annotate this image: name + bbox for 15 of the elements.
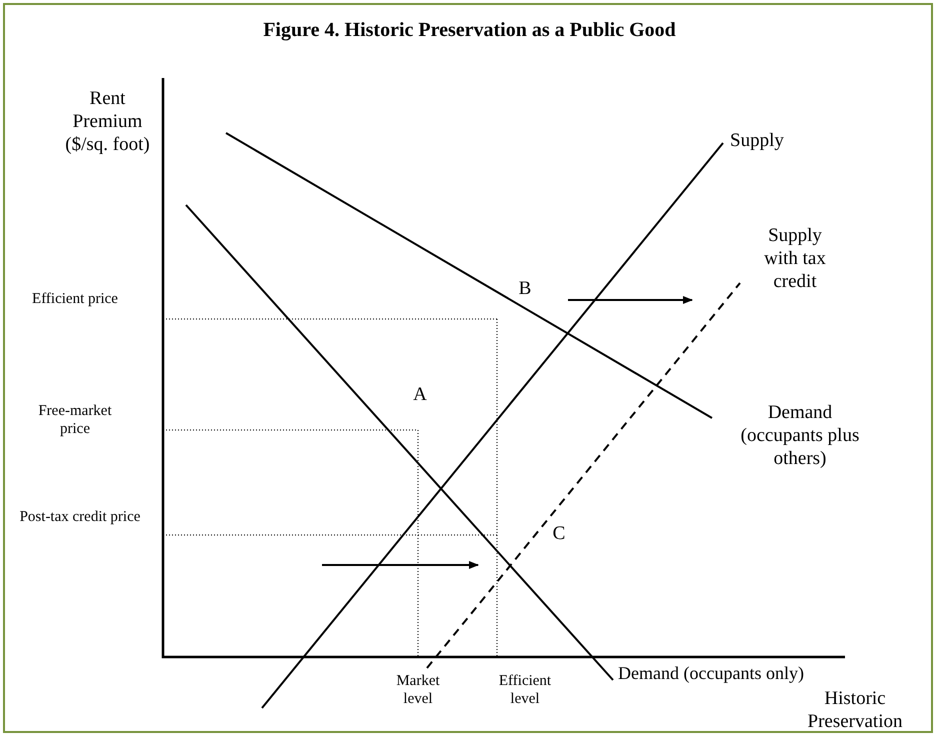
curve-label: Demand (occupants only) <box>618 663 805 685</box>
price-label: Efficient price <box>31 290 119 308</box>
price-label: Post-tax credit price <box>18 508 142 526</box>
point-label: B <box>518 278 532 301</box>
axis-title: Rent Premium ($/sq. foot) <box>64 88 151 156</box>
point-label: A <box>412 384 428 407</box>
level-label: Market level <box>395 672 441 708</box>
level-label: Efficient level <box>498 672 552 708</box>
price-label: Free-market price <box>37 402 113 438</box>
curve-label: Supply with tax credit <box>763 225 827 294</box>
curve-label: Demand (occupants plus others) <box>740 402 860 470</box>
figure-title: Figure 4. Historic Preservation as a Public Good <box>262 18 677 42</box>
axis-title: Historic Preservation <box>806 688 904 734</box>
point-label: C <box>552 523 566 546</box>
curve-label: Supply <box>730 130 785 153</box>
